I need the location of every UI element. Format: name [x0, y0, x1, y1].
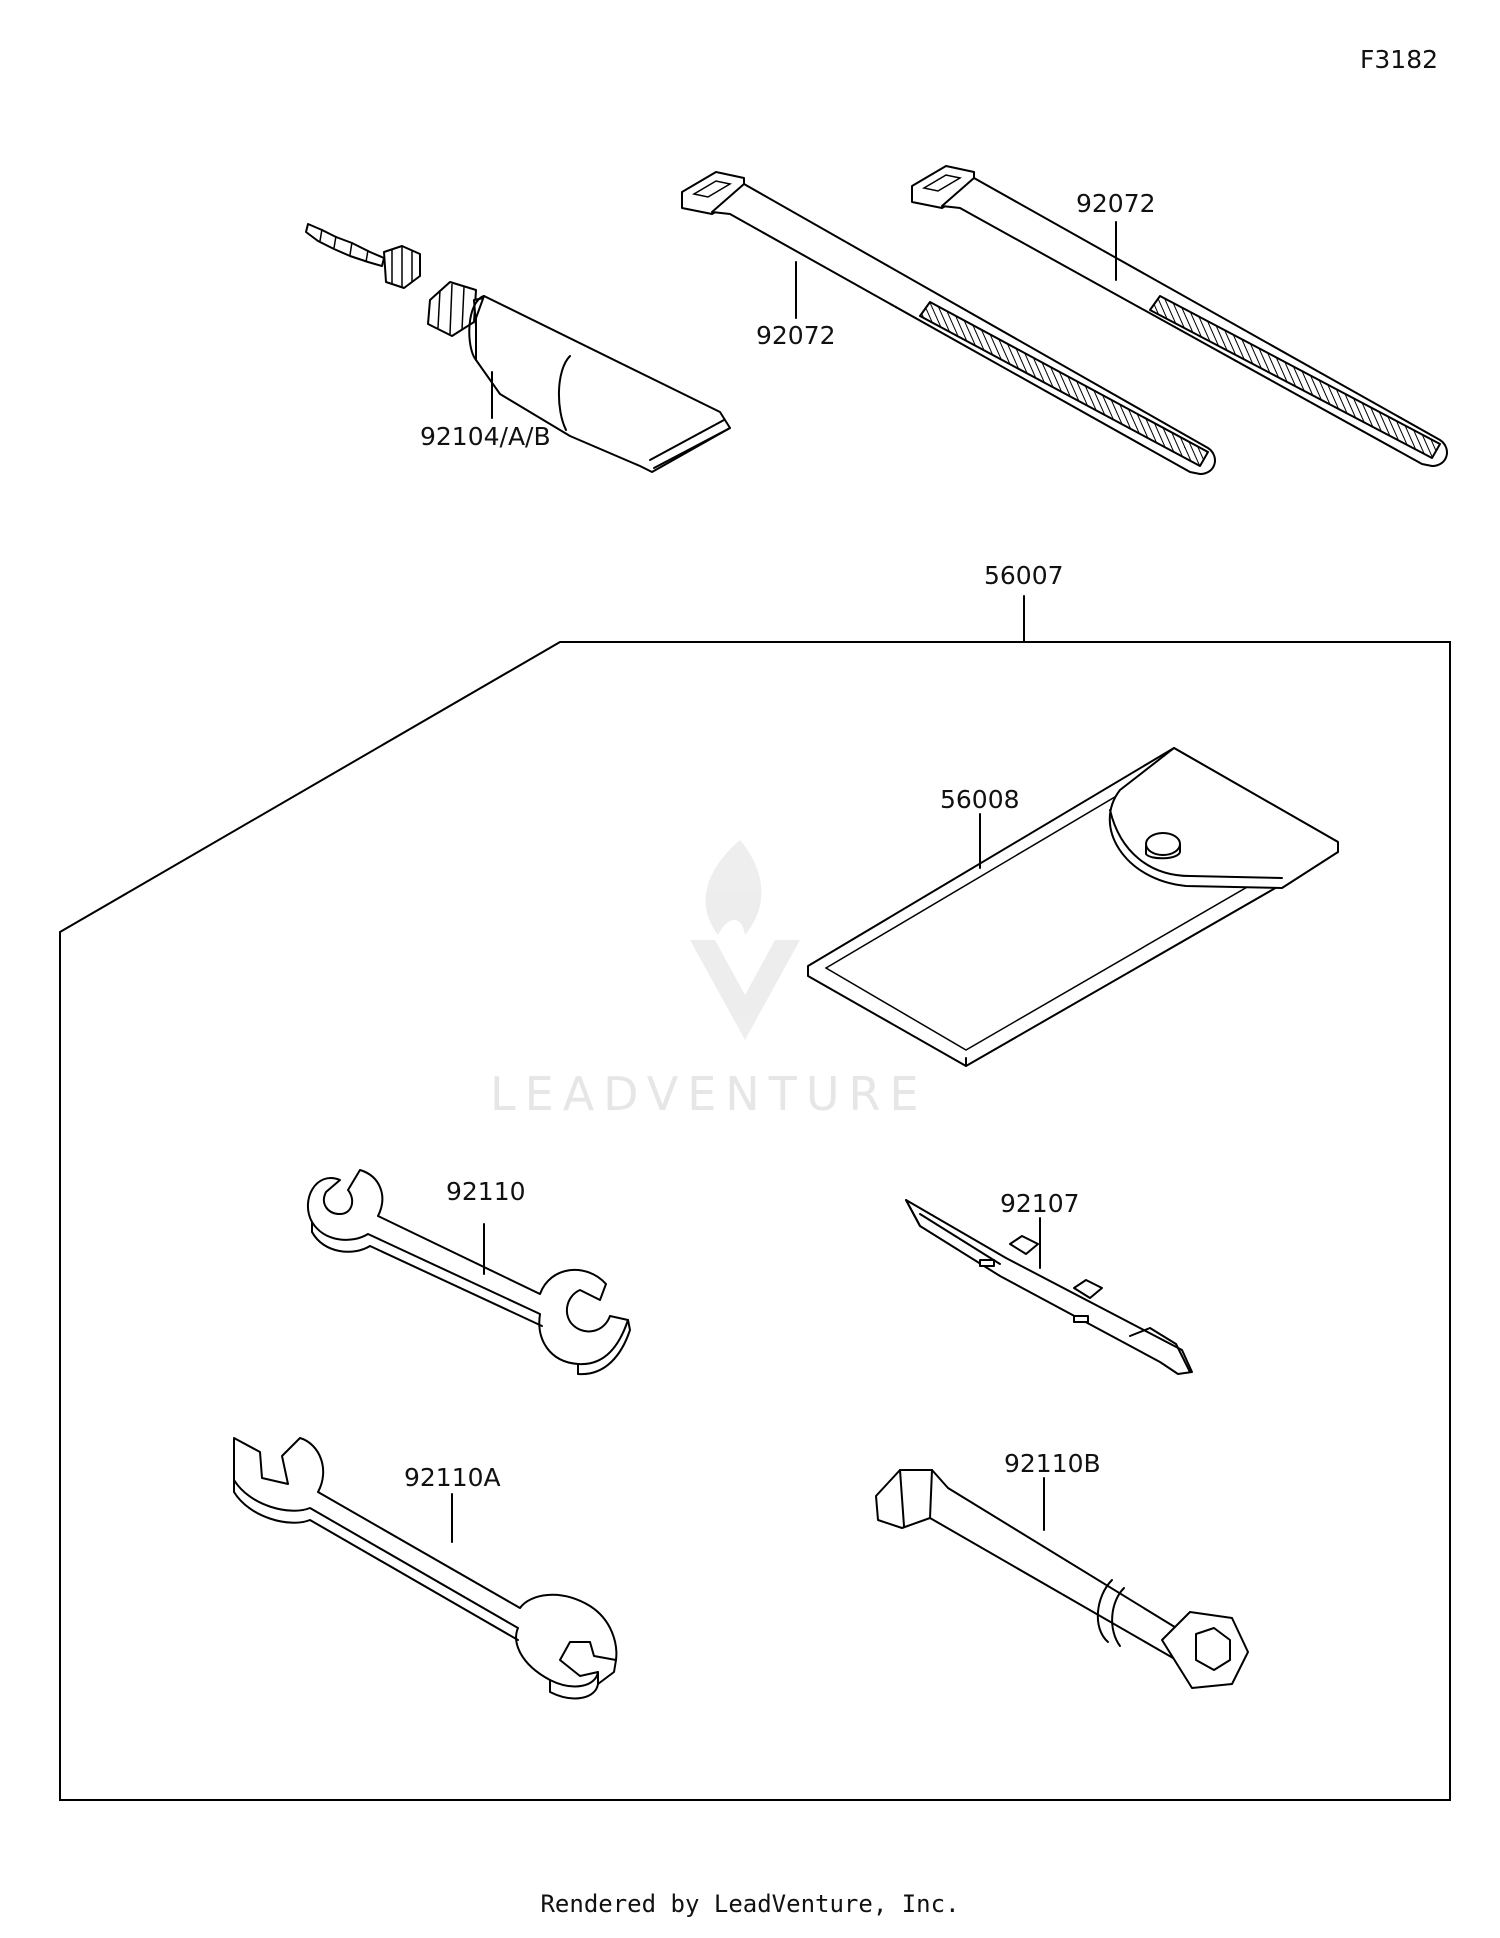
part-label-grease: 92104/A/B: [420, 422, 551, 451]
wrench-a-drawing: [233, 1437, 618, 1700]
part-label-tool-kit: 56007: [984, 561, 1064, 590]
part-label-band-left: 92072: [756, 321, 836, 350]
footer-credit: Rendered by LeadVenture, Inc.: [540, 1890, 960, 1918]
grease-tube-drawing: [305, 223, 731, 473]
part-label-wrench-a: 92110A: [404, 1463, 501, 1492]
watermark-text: LEADVENTURE: [490, 1067, 928, 1121]
wrench-drawing: [307, 1169, 631, 1376]
tool-case-drawing: [807, 747, 1339, 1067]
plug-wrench-drawing: [875, 1469, 1249, 1689]
part-label-plug-wrench: 92110B: [1004, 1449, 1101, 1478]
band-left-drawing: [681, 171, 1216, 475]
part-label-screwdriver: 92107: [1000, 1189, 1080, 1218]
part-label-wrench: 92110: [446, 1177, 526, 1206]
part-label-band-right: 92072: [1076, 189, 1156, 218]
part-label-tool-case: 56008: [940, 785, 1020, 814]
screwdriver-drawing: [905, 1199, 1193, 1375]
figure-code: F3182: [1360, 45, 1438, 74]
watermark-logo: [690, 840, 800, 1040]
band-right-drawing: [911, 165, 1448, 467]
tool-kit-frame: [59, 641, 1451, 1801]
